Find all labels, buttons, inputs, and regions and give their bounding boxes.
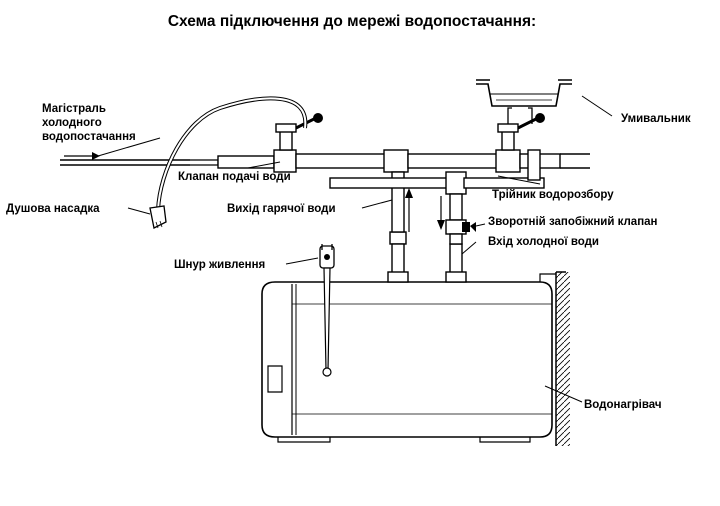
check-valve [462,222,476,232]
wall [555,271,570,446]
label-cold-inlet: Вхід холодної води [488,236,599,248]
heater-connections [387,231,467,283]
leader-lines [97,95,613,403]
label-check-valve: Зворотній запобіжний клапан [488,216,658,228]
main-pipe [60,149,590,173]
label-heater: Водонагрівач [584,399,662,411]
supply-valve [275,113,323,151]
label-main-line-3: водопостачання [42,131,136,143]
power-cord [319,244,335,377]
inlet-arrow [64,152,100,160]
label-power-cord: Шнур живлення [174,259,265,271]
cold-inlet-branch [329,171,545,245]
label-hot-outlet: Вихід гарячої води [227,203,336,215]
diagram-title: Схема підключення до мережі водопостачан… [168,13,536,30]
cold-flow-arrow [437,196,445,230]
label-sink: Умивальник [621,113,691,125]
sink [476,79,572,107]
label-shower-head: Душова насадка [6,203,100,215]
label-main-line-1: Магістраль [42,103,106,115]
label-supply-valve: Клапан подачі води [178,171,291,183]
hot-flow-arrow [405,188,413,232]
shower-hose [149,96,308,229]
label-main-line-2: холодного [42,117,102,129]
sink-valve [497,107,545,181]
water-heater-tank [261,273,556,443]
label-tee: Трійник водорозбору [492,189,614,201]
